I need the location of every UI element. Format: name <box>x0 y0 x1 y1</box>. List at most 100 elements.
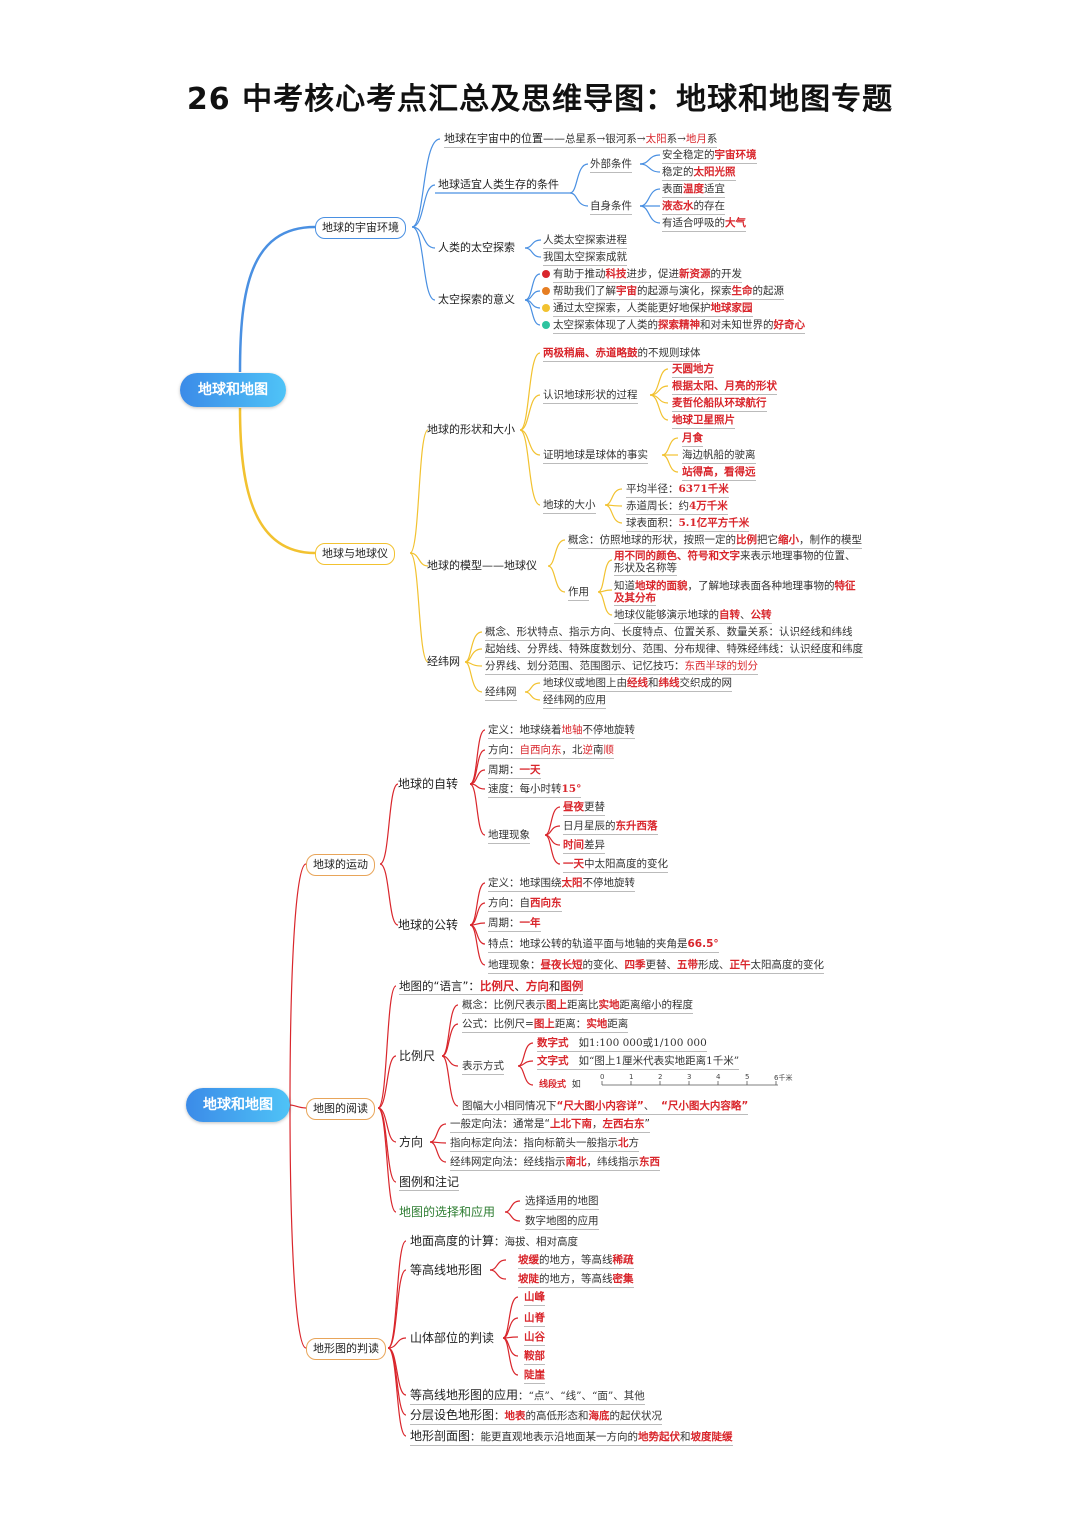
branch-cosmic-environment[interactable]: 地球的宇宙环境 <box>315 217 406 239</box>
leaf-meaning-3[interactable]: 通过太空探索，人类能更好地保护地球家园 <box>553 301 753 317</box>
leaf-use-1[interactable]: 用不同的颜色、符号和文字来表示地理事物的位置、形状及名称等 <box>614 550 856 576</box>
leaf-rev-dir[interactable]: 方向：自西向东 <box>488 896 562 912</box>
leaf-choose-1[interactable]: 选择适用的地图 <box>525 1194 599 1210</box>
leaf-rev-feature[interactable]: 特点：地球公转的轨道平面与地轴的夹角是66.5° <box>488 937 719 953</box>
leaf-grid-application[interactable]: 经纬网的应用 <box>543 693 606 709</box>
leaf-rot-def[interactable]: 定义：地球绕着地轴不停地旋转 <box>488 723 635 739</box>
leaf-peak[interactable]: 山峰 <box>524 1290 545 1306</box>
node-space-exploration[interactable]: 人类的太空探索 <box>438 241 515 254</box>
leaf-rot-geo-3[interactable]: 时间差异 <box>563 838 605 854</box>
leaf-circumference[interactable]: 赤道周长：约4万千米 <box>626 499 728 515</box>
leaf-liquid-water[interactable]: 液态水的存在 <box>662 199 725 215</box>
leaf-process-3[interactable]: 麦哲伦船队环球航行 <box>672 396 767 412</box>
node-earth-position[interactable]: 地球在宇宙中的位置——总星系→银河系→太阳系→地月系 <box>444 132 718 148</box>
leaf-rev-period[interactable]: 周期：一年 <box>488 916 541 932</box>
leaf-grid-2[interactable]: 起始线、分界线、特殊度数划分、范围、分布规律、特殊经纬线：认识经度和纬度 <box>485 642 863 658</box>
leaf-rot-geo-2[interactable]: 日月星辰的东升西落 <box>563 819 658 835</box>
connector <box>649 394 669 421</box>
leaf-proof-2[interactable]: 海边帆船的驶离 <box>682 448 756 464</box>
node-direction[interactable]: 方向 <box>399 1135 424 1149</box>
branch-earth-and-globe[interactable]: 地球与地球仪 <box>315 543 395 565</box>
node-rotation[interactable]: 地球的自转 <box>398 777 459 791</box>
branch-map-reading[interactable]: 地图的阅读 <box>306 1098 375 1120</box>
leaf-proof-3[interactable]: 站得高，看得远 <box>682 465 756 481</box>
node-section-map[interactable]: 地形剖面图：能更直观地表示沿地面某一方向的地势起伏和坡度陡缓 <box>410 1429 733 1446</box>
node-legend-notes[interactable]: 图例和注记 <box>399 1175 460 1191</box>
node-height-calc[interactable]: 地面高度的计算：海拔、相对高度 <box>410 1234 579 1248</box>
node-scale[interactable]: 比例尺 <box>399 1049 436 1063</box>
node-lat-long-grid[interactable]: 经纬网 <box>427 655 460 668</box>
node-shape-process[interactable]: 认识地球形状的过程 <box>543 388 638 404</box>
node-earth-size[interactable]: 地球的大小 <box>543 498 596 514</box>
node-shape-size[interactable]: 地球的形状和大小 <box>427 423 515 436</box>
connector <box>409 429 429 554</box>
leaf-dir-grid[interactable]: 经纬网定向法：经线指示南北，纬线指示东西 <box>450 1155 660 1171</box>
leaf-grid-definition[interactable]: 地球仪或地图上由经线和纬线交织成的网 <box>543 676 732 692</box>
leaf-ridge[interactable]: 山脊 <box>524 1311 545 1327</box>
map2-root[interactable]: 地球和地图 <box>186 1088 290 1122</box>
leaf-valley[interactable]: 山谷 <box>524 1330 545 1346</box>
leaf-verbal-scale[interactable]: 文字式 如“图上1厘米代表实地距离1千米” <box>537 1054 740 1070</box>
node-revolution[interactable]: 地球的公转 <box>398 918 459 932</box>
leaf-cliff[interactable]: 陡崖 <box>524 1368 545 1384</box>
node-exploration-meaning[interactable]: 太空探索的意义 <box>438 293 515 306</box>
leaf-surface-area[interactable]: 球表面积：5.1亿平方千米 <box>626 516 750 532</box>
leaf-process-2[interactable]: 根据太阳、月亮的形状 <box>672 379 777 395</box>
leaf-process-4[interactable]: 地球卫星照片 <box>672 413 735 429</box>
leaf-steep-slope[interactable]: 坡陡的地方，等高线密集 <box>518 1272 634 1288</box>
leaf-rev-def[interactable]: 定义：地球围绕太阳不停地旋转 <box>488 876 635 892</box>
leaf-globe-concept[interactable]: 概念：仿照地球的形状，按照一定的比例把它缩小，制作的模型 <box>568 533 862 549</box>
leaf-china-achievements[interactable]: 我国太空探索成就 <box>543 250 627 266</box>
leaf-meaning-1[interactable]: 有助于推动科技进步，促进新资源的开发 <box>553 267 742 283</box>
leaf-scale-concept[interactable]: 概念：比例尺表示图上距离比实地距离缩小的程度 <box>462 998 693 1014</box>
leaf-use-2[interactable]: 知道地球的面貌，了解地球表面各种地理事物的特征及其分布 <box>614 580 856 606</box>
leaf-rot-geo-1[interactable]: 昼夜更替 <box>563 800 605 816</box>
branch-earth-motion[interactable]: 地球的运动 <box>306 854 375 876</box>
leaf-exploration-progress[interactable]: 人类太空探索进程 <box>543 233 627 249</box>
leaf-meaning-2[interactable]: 帮助我们了解宇宙的起源与演化，探索生命的起源 <box>553 284 784 300</box>
leaf-choose-2[interactable]: 数字地图的应用 <box>525 1214 599 1230</box>
leaf-irregular-sphere[interactable]: 两极稍扁、赤道略鼓的不规则球体 <box>543 346 701 362</box>
leaf-rot-period[interactable]: 周期：一天 <box>488 763 541 779</box>
leaf-grid-3[interactable]: 分界线、划分范围、范围图示、记忆技巧：东西半球的划分 <box>485 659 758 675</box>
leaf-stable-sunlight[interactable]: 稳定的太阳光照 <box>662 165 736 181</box>
leaf-radius[interactable]: 平均半径：6371千米 <box>626 482 729 498</box>
leaf-proof-1[interactable]: 月食 <box>682 431 703 447</box>
leaf-meaning-4[interactable]: 太空探索体现了人类的探索精神和对未知世界的好奇心 <box>553 318 805 334</box>
leaf-numeric-scale[interactable]: 数字式 如1:100 000或1/100 000 <box>537 1036 707 1052</box>
leaf-dir-arrow[interactable]: 指向标定向法：指向标箭头一般指示北方 <box>450 1136 639 1152</box>
node-living-conditions[interactable]: 地球适宜人类生存的条件 <box>438 178 559 191</box>
leaf-rot-geo-4[interactable]: 一天中太阳高度的变化 <box>563 857 668 873</box>
leaf-gentle-slope[interactable]: 坡缓的地方，等高线稀疏 <box>518 1253 634 1269</box>
node-map-language[interactable]: 地图的“语言”：比例尺、方向和图例 <box>399 979 584 995</box>
leaf-grid-1[interactable]: 概念、形状特点、指示方向、长度特点、位置关系、数量关系：认识经线和纬线 <box>485 625 853 641</box>
leaf-atmosphere[interactable]: 有适合呼吸的大气 <box>662 216 746 232</box>
leaf-safe-environment[interactable]: 安全稳定的宇宙环境 <box>662 148 757 164</box>
node-globe-model[interactable]: 地球的模型——地球仪 <box>427 559 537 572</box>
node-grid-sub[interactable]: 经纬网 <box>485 685 517 701</box>
node-contour-map[interactable]: 等高线地形图 <box>410 1263 483 1277</box>
leaf-rev-phenomena[interactable]: 地理现象：昼夜长短的变化、四季更替、五带形成、正午太阳高度的变化 <box>488 958 824 974</box>
node-layered-map[interactable]: 分层设色地形图：地表的高低形态和海底的起伏状况 <box>410 1408 663 1425</box>
leaf-saddle[interactable]: 鞍部 <box>524 1349 545 1365</box>
leaf-dir-general[interactable]: 一般定向法：通常是“上北下南，左西右东” <box>450 1117 650 1133</box>
node-self-conditions[interactable]: 自身条件 <box>590 199 632 215</box>
leaf-use-3[interactable]: 地球仪能够演示地球的自转、公转 <box>614 608 772 624</box>
leaf-rot-speed[interactable]: 速度：每小时转15° <box>488 782 582 798</box>
node-map-choose[interactable]: 地图的选择和应用 <box>399 1205 496 1219</box>
map1-root[interactable]: 地球和地图 <box>180 373 286 407</box>
node-outer-conditions[interactable]: 外部条件 <box>590 157 632 173</box>
leaf-scale-note[interactable]: 图幅大小相同情况下“尺大图小内容详”、 “尺小图大内容略” <box>462 1099 749 1115</box>
leaf-temperature[interactable]: 表面温度适宜 <box>662 182 725 198</box>
node-globe-use[interactable]: 作用 <box>568 585 589 601</box>
leaf-scale-formula[interactable]: 公式：比例尺=图上距离：实地距离 <box>462 1017 629 1033</box>
node-scale-forms[interactable]: 表示方式 <box>462 1059 504 1075</box>
leaf-rot-dir[interactable]: 方向：自西向东，北逆南顺 <box>488 743 614 759</box>
branch-terrain-reading[interactable]: 地形图的判读 <box>306 1338 386 1360</box>
leaf-line-scale[interactable]: 线段式 如 <box>539 1080 581 1090</box>
node-shape-proof[interactable]: 证明地球是球体的事实 <box>543 448 648 464</box>
leaf-process-1[interactable]: 天圆地方 <box>672 362 714 378</box>
node-mountain-parts[interactable]: 山体部位的判读 <box>410 1331 495 1345</box>
node-contour-app[interactable]: 等高线地形图的应用：“点”、“线”、“面”、其他 <box>410 1388 645 1405</box>
node-rot-phenomena[interactable]: 地理现象 <box>488 828 530 844</box>
